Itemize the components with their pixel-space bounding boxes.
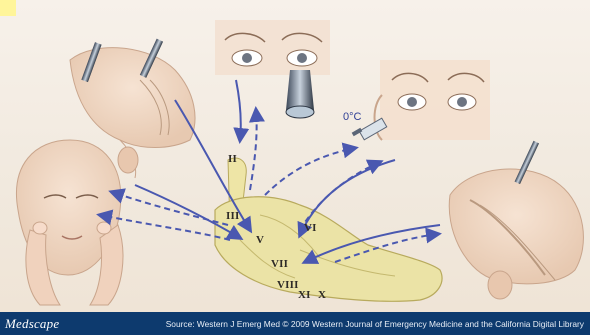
nerve-label-viii: VIII: [277, 279, 299, 291]
face-pain-stimulus: [17, 140, 123, 305]
nerve-label-xi: XI: [298, 289, 311, 301]
eyes-light-stimulus: [215, 20, 330, 118]
nerve-label-x: X: [318, 289, 326, 301]
temperature-label: 0°C: [343, 111, 361, 123]
source-credit: Source: Western J Emerg Med © 2009 Weste…: [166, 319, 584, 329]
eyes-cold-water-stimulus: [352, 60, 490, 140]
illustration: [0, 0, 590, 312]
nerve-label-iii: III: [226, 210, 239, 222]
figure-canvas: 0°C II III V VI VII VIII XI X: [0, 0, 590, 312]
nerve-label-ii: II: [228, 153, 237, 165]
head-airway-stimulus: [449, 141, 583, 299]
nerve-label-v: V: [256, 234, 264, 246]
brand-logo[interactable]: Medscape: [5, 316, 59, 332]
footer-bar: Medscape Source: Western J Emerg Med © 2…: [0, 312, 590, 335]
nerve-label-vii: VII: [271, 258, 288, 270]
nerve-label-vi: VI: [304, 222, 317, 234]
